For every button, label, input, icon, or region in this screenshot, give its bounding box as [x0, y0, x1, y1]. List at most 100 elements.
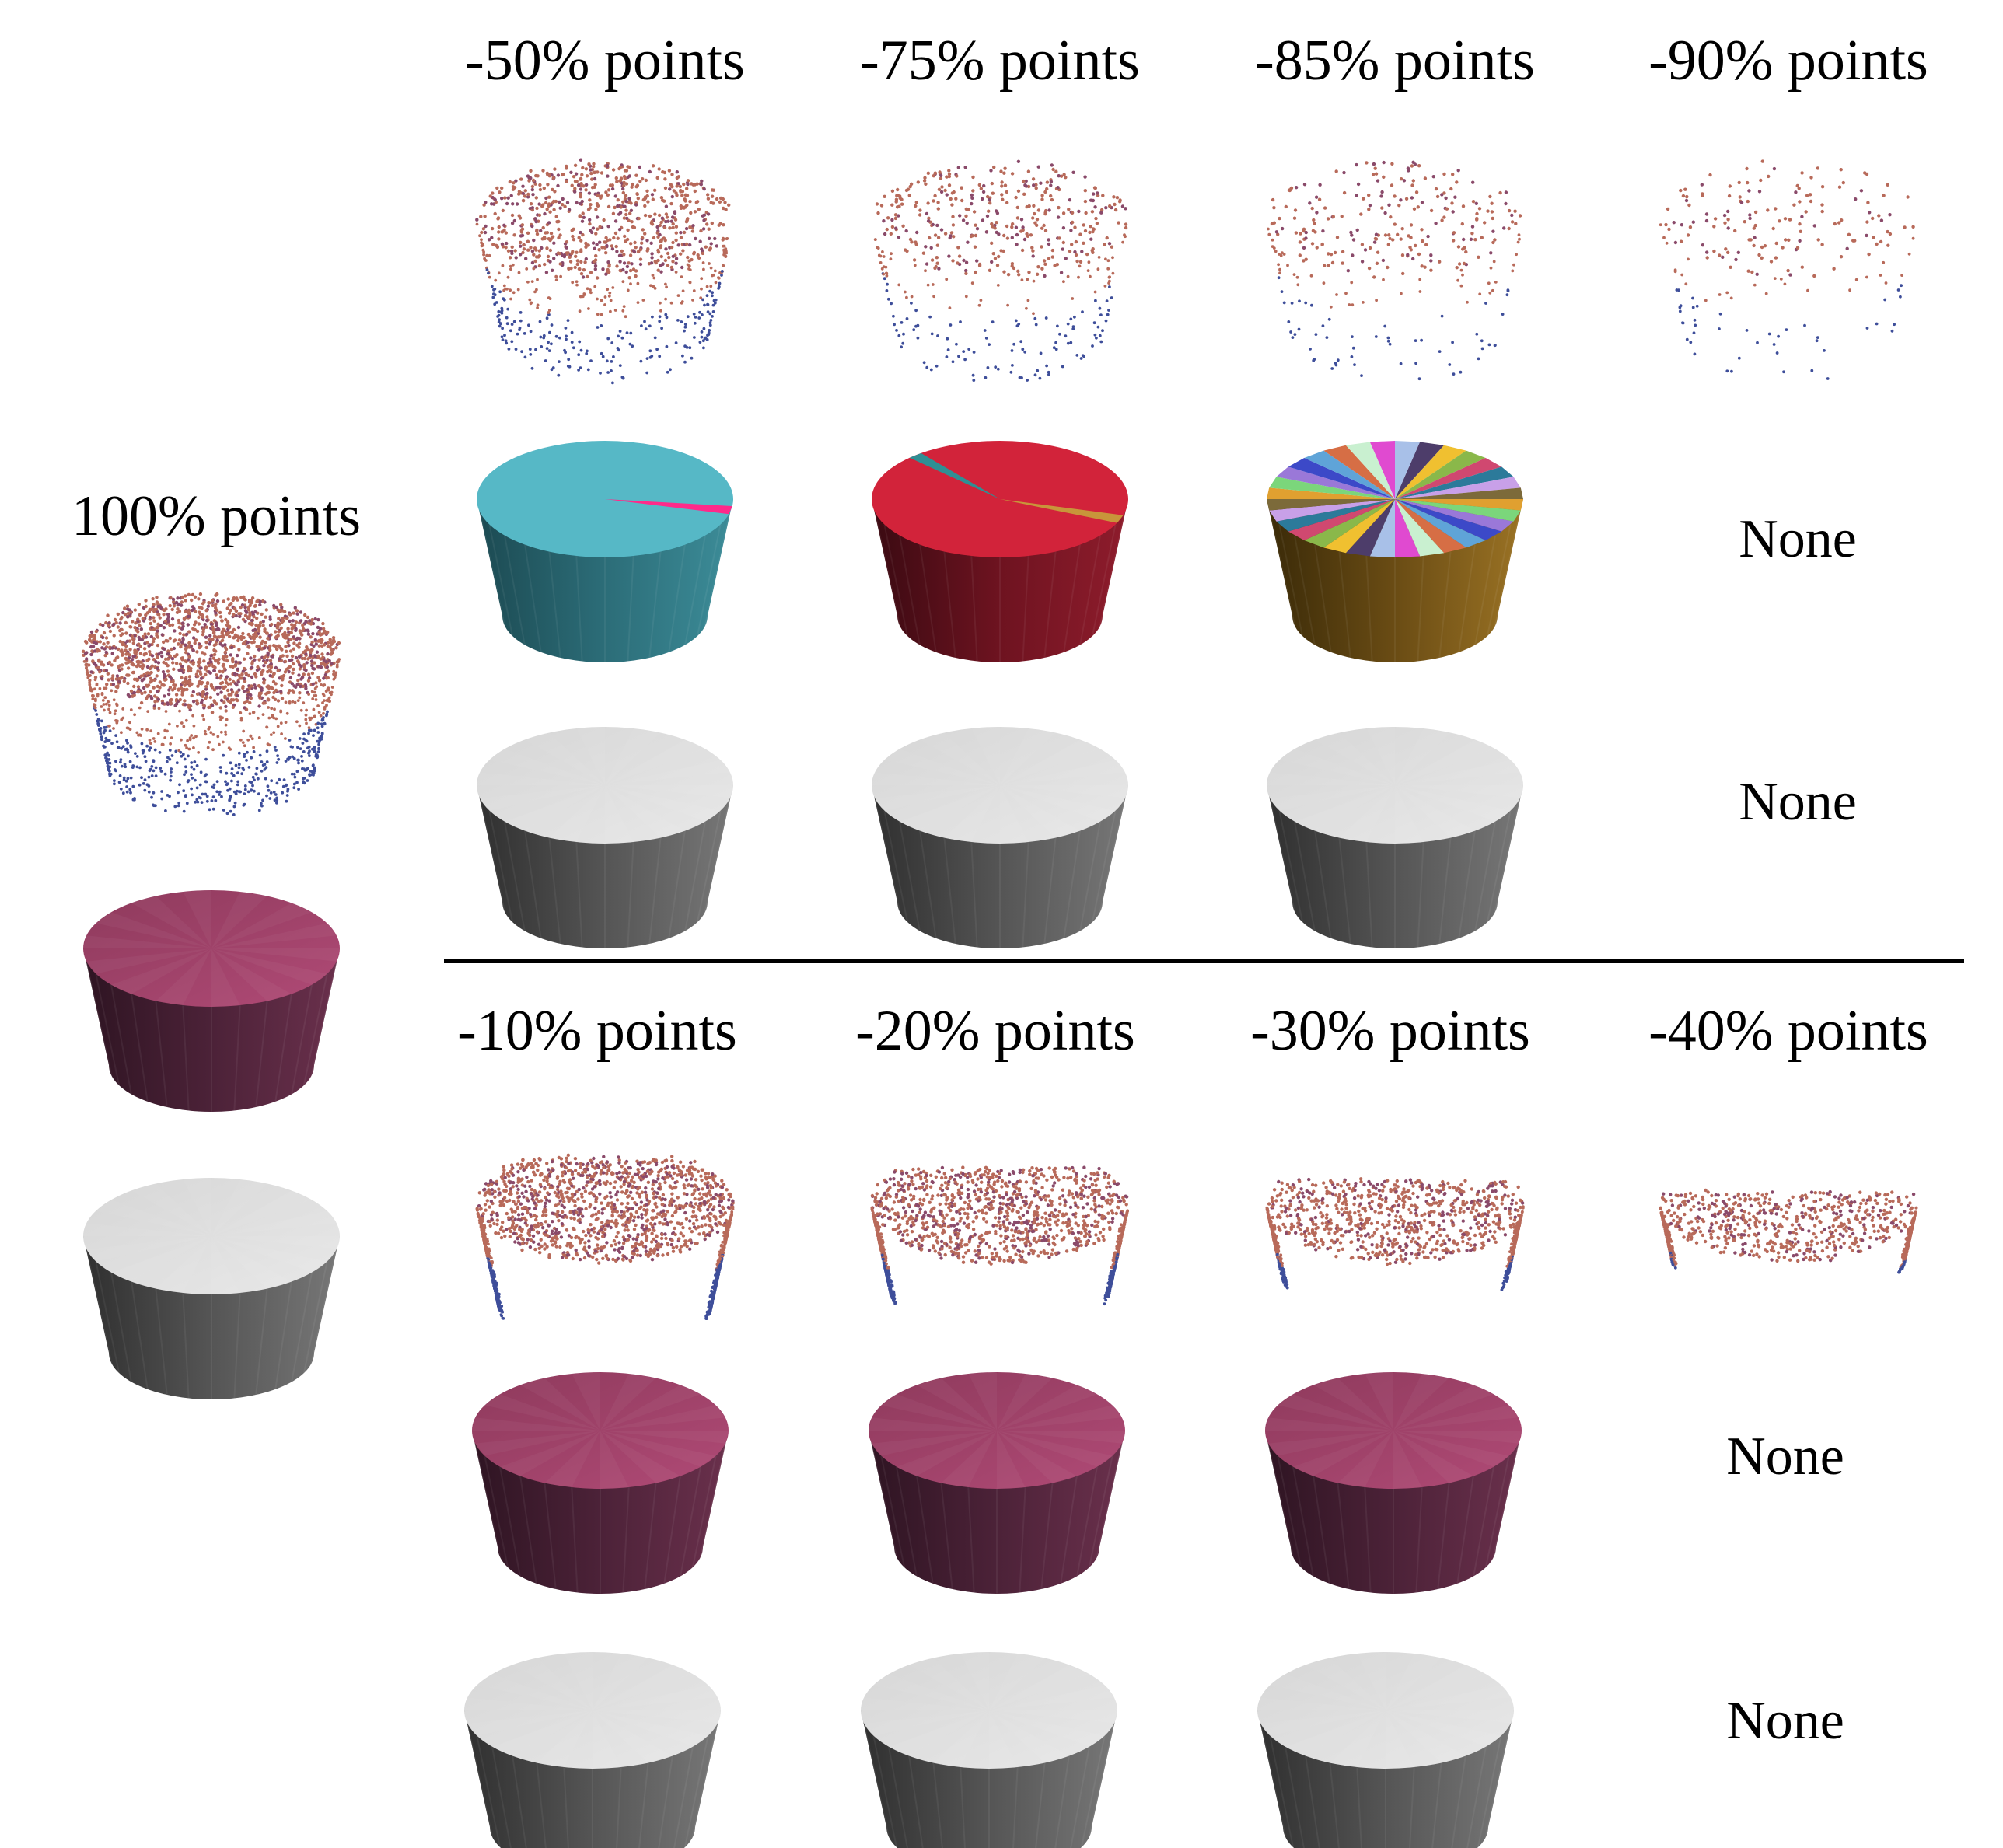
point [107, 707, 110, 711]
point [598, 225, 602, 229]
point [1900, 274, 1904, 277]
point [604, 236, 608, 240]
point [252, 615, 256, 619]
point [955, 342, 958, 346]
point [224, 780, 227, 784]
point [1310, 303, 1313, 307]
point [910, 302, 913, 305]
point [287, 669, 291, 674]
point [1704, 212, 1709, 216]
point [589, 291, 593, 295]
point [250, 596, 255, 600]
point [170, 688, 175, 692]
point [1399, 362, 1403, 365]
point [170, 736, 173, 739]
point [512, 218, 516, 223]
point [1325, 336, 1329, 339]
side-facet [182, 1293, 190, 1399]
point [139, 627, 143, 631]
point [180, 665, 184, 669]
point [500, 335, 504, 339]
point [1414, 362, 1417, 365]
point [236, 636, 241, 640]
point [966, 240, 970, 244]
point [239, 605, 243, 610]
point [236, 653, 239, 658]
point [256, 777, 260, 781]
point [630, 1186, 634, 1189]
point [177, 638, 182, 642]
point [173, 805, 177, 809]
point [582, 268, 586, 272]
point [322, 643, 327, 647]
point [607, 294, 611, 298]
point [984, 230, 989, 234]
point [1906, 195, 1910, 199]
point [1726, 218, 1730, 222]
point [698, 310, 701, 314]
point [228, 787, 232, 791]
point [1493, 238, 1497, 242]
point [241, 631, 245, 636]
point [220, 619, 224, 623]
point [232, 774, 236, 777]
point [299, 684, 302, 689]
point [1478, 292, 1482, 296]
point [727, 203, 731, 207]
point [1782, 370, 1785, 374]
point [1839, 255, 1844, 259]
point [1056, 186, 1060, 190]
point [893, 323, 896, 327]
point [515, 1184, 519, 1188]
point [698, 341, 702, 344]
point [996, 367, 1000, 371]
point [197, 622, 201, 626]
point [1040, 226, 1044, 230]
top-point-cloud-1 [475, 158, 731, 385]
point [115, 740, 119, 744]
point [1308, 201, 1312, 205]
point [277, 630, 281, 634]
point [671, 240, 675, 245]
point [205, 682, 210, 686]
point [617, 334, 620, 338]
point [177, 642, 180, 646]
point [999, 169, 1003, 173]
point [253, 672, 257, 676]
point [973, 245, 977, 249]
point [309, 659, 314, 663]
point [519, 244, 523, 248]
point [204, 757, 208, 761]
point [1031, 249, 1035, 253]
point [484, 201, 488, 204]
point [610, 369, 613, 372]
point [232, 672, 236, 676]
point [1278, 216, 1281, 221]
point [154, 766, 158, 770]
point [295, 609, 299, 613]
point [302, 672, 306, 676]
point [128, 625, 132, 629]
point [170, 770, 173, 774]
point [304, 718, 308, 721]
point [1355, 194, 1358, 197]
point [1809, 199, 1813, 204]
point [194, 638, 198, 642]
point [701, 251, 705, 256]
point [704, 245, 708, 249]
point [1442, 172, 1446, 176]
point [334, 671, 338, 675]
point [229, 761, 232, 765]
point [199, 796, 202, 800]
point [692, 313, 696, 316]
point [191, 627, 195, 631]
point [274, 605, 278, 610]
point [515, 202, 519, 206]
point [1730, 369, 1733, 373]
point [288, 619, 292, 624]
point [184, 599, 187, 603]
point [103, 726, 107, 729]
point [636, 281, 640, 285]
cylinder-top [83, 1178, 340, 1294]
top-facet [211, 948, 292, 1001]
